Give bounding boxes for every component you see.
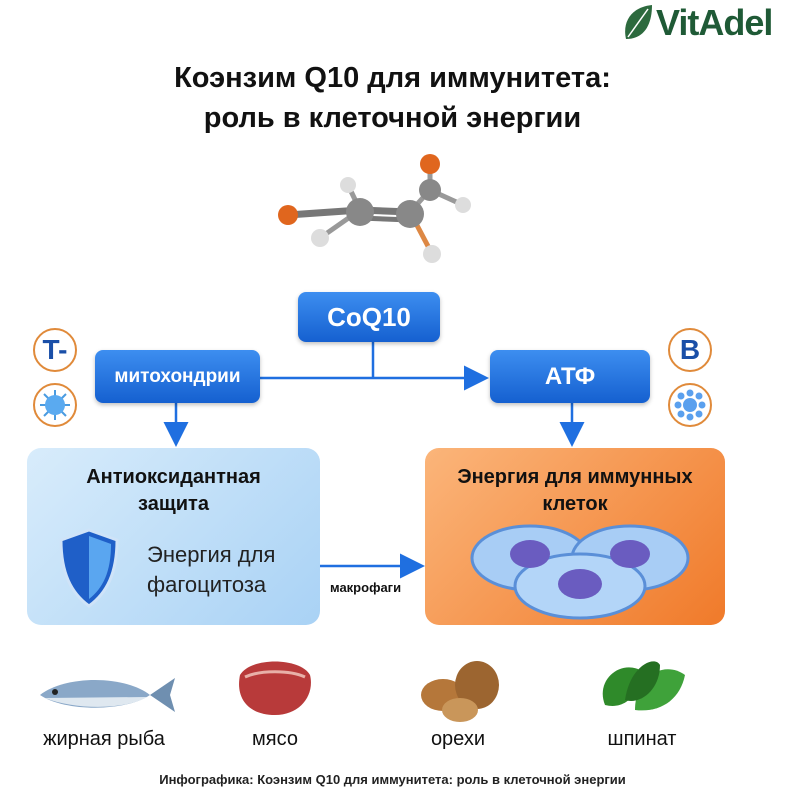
- antioxidant-title-1: Антиоксидантная: [86, 466, 261, 488]
- title-line-2: роль в клеточной энергии: [203, 102, 582, 134]
- food-label-fish: жирная рыба: [43, 728, 165, 750]
- fish-icon: [40, 678, 175, 712]
- logo-text: VitAdel: [656, 2, 773, 43]
- immune-energy-panel: Энергия для иммунных клеток: [425, 448, 725, 625]
- antioxidant-panel: Антиоксидантная защита Энергия для фагоц…: [27, 448, 320, 625]
- phagocytosis-text-2: фагоцитоза: [147, 572, 267, 597]
- immune-energy-title-1: Энергия для иммунных: [457, 466, 693, 488]
- food-label-nuts: орехи: [430, 728, 486, 750]
- meat-icon: [239, 661, 311, 715]
- macrophages-label: макрофаги: [330, 580, 402, 595]
- food-label-meat: мясо: [252, 728, 298, 750]
- b-cell-badge: B: [668, 328, 712, 372]
- t-cell-badge: T-: [33, 328, 77, 372]
- shield-icon: [59, 528, 119, 608]
- food-label-spinach: шпинат: [607, 728, 677, 750]
- cell-cluster-icon: [668, 383, 712, 427]
- atp-box: АТФ: [490, 350, 650, 403]
- immune-cells-illustration: [470, 524, 690, 620]
- spinach-icon: [602, 661, 685, 711]
- molecule-icon: [278, 154, 471, 263]
- virus-icon: [33, 383, 77, 427]
- immune-energy-title-2: клеток: [542, 493, 608, 515]
- antioxidant-title-2: защита: [138, 493, 209, 515]
- leaf-icon: [625, 5, 652, 39]
- phagocytosis-text-1: Энергия для: [147, 542, 276, 567]
- title-line-1: Коэнзим Q10 для иммунитета:: [174, 62, 611, 94]
- caption: Инфографика: Коэнзим Q10 для иммунитета:…: [159, 772, 626, 787]
- nuts-icon: [421, 661, 499, 722]
- logo: VitAdel: [622, 2, 782, 44]
- coq10-box: CoQ10: [298, 292, 440, 342]
- mitochondria-box: митохондрии: [95, 350, 260, 403]
